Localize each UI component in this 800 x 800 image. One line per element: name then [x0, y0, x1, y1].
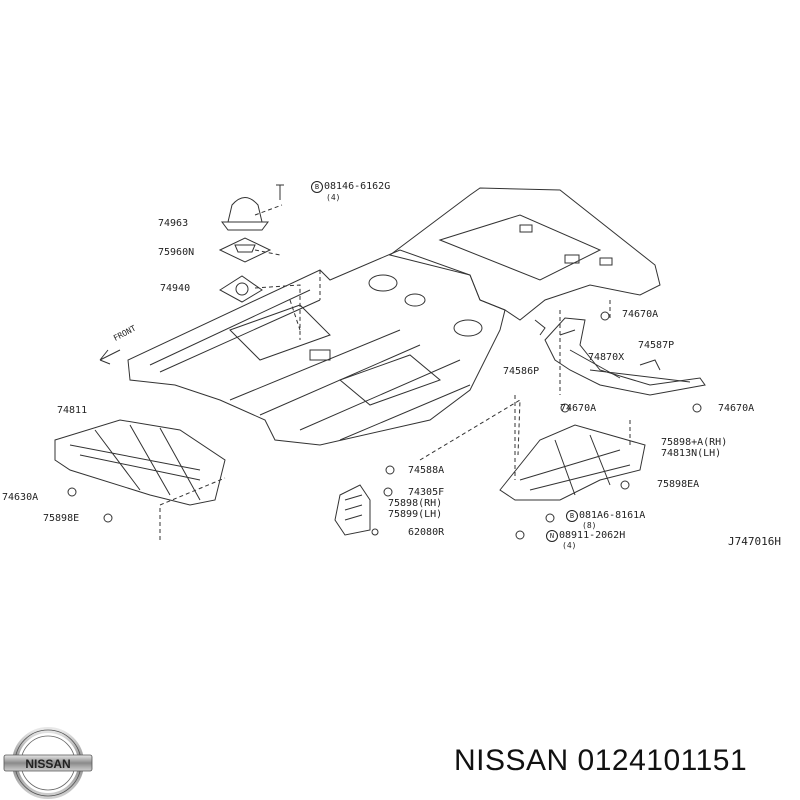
callout-75960N: 75960N — [158, 247, 195, 258]
bolt-top — [276, 184, 284, 200]
nissan-logo: NISSAN — [3, 727, 93, 799]
callout-74811: 74811 — [57, 405, 88, 416]
callout-74588A: 74588A — [408, 465, 445, 476]
callout-74670A: 74670A — [622, 309, 659, 320]
reference-code: J747016H — [728, 535, 781, 548]
circle-b-symbol: B — [311, 181, 323, 193]
floor-pan-outline — [127, 249, 506, 446]
callout-75898A-RH: 75898+A(RH) — [661, 437, 728, 448]
callout-75898EA: 75898EA — [657, 479, 700, 490]
rear-floor-outline — [388, 187, 661, 321]
part-number-title: NISSAN 0124101151 — [454, 744, 748, 777]
callout-74305F: 74305F — [408, 487, 445, 498]
callout-74813N-LH: 74813N(LH) — [661, 448, 722, 459]
part-75898-RH — [334, 484, 371, 536]
part-75960N — [218, 237, 272, 263]
callout-qty-8: (8) — [582, 521, 597, 530]
part-74963 — [227, 197, 263, 223]
front-arrow — [99, 349, 121, 365]
callout-75899-LH: 75899(LH) — [388, 509, 443, 520]
callout-75898E: 75898E — [43, 513, 80, 524]
part-74940 — [219, 275, 263, 303]
callout-74670A-right: 74670A — [718, 403, 755, 414]
callout-74940: 74940 — [160, 283, 191, 294]
part-74811 — [54, 419, 226, 506]
part-74870X — [544, 317, 706, 396]
callout-74630A: 74630A — [2, 492, 39, 503]
circle-n-symbol: N — [546, 530, 558, 542]
part-75898-A — [499, 424, 646, 501]
callout-74670A-center: 74670A — [560, 403, 597, 414]
callout-74586P: 74586P — [503, 366, 540, 377]
callout-74587P: 74587P — [638, 340, 675, 351]
callout-74963: 74963 — [158, 218, 189, 229]
callout-74870X: 74870X — [588, 352, 625, 363]
callout-75898-RH: 75898(RH) — [388, 498, 443, 509]
nissan-logo-text: NISSAN — [25, 757, 70, 771]
callout-qty-4: (4) — [326, 193, 341, 202]
circle-b-symbol: B — [566, 510, 578, 522]
callout-qty-4b: (4) — [562, 541, 577, 550]
callout-62080R: 62080R — [408, 527, 445, 538]
